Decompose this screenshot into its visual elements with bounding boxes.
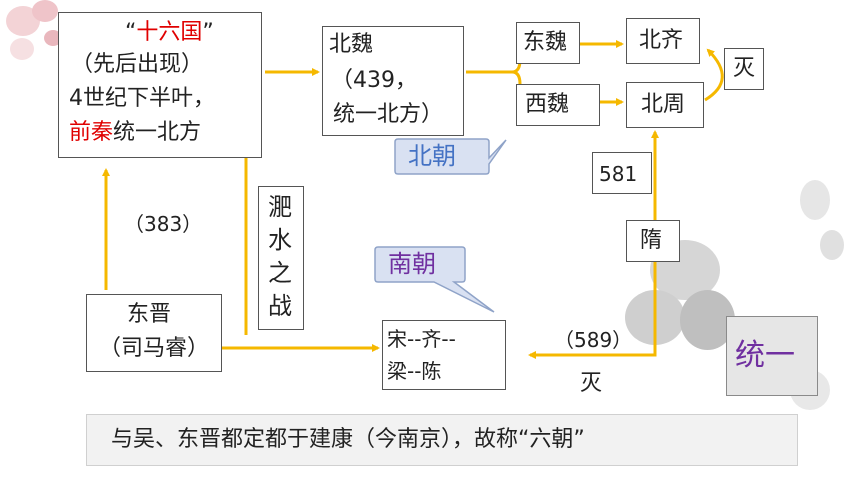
battle-of-feishui-box: 淝水之战 — [258, 186, 304, 330]
former-qin-red-text: 前秦 — [69, 120, 114, 145]
eastern-wei-box: 东魏 — [516, 22, 580, 64]
northern-zhou-box: 北周 — [626, 82, 704, 128]
year-383-label: （383） — [124, 212, 203, 236]
sui-box: 隋 — [626, 220, 680, 262]
sixteen-kingdoms-red-text: 十六国 — [136, 20, 203, 45]
eastern-jin-box: 东晋 （司马睿） — [86, 294, 222, 372]
flower-decoration-topleft — [0, 0, 90, 90]
western-wei-box: 西魏 — [516, 84, 600, 126]
sixteen-kingdoms-line2: （先后出现） — [71, 52, 204, 77]
sixteen-kingdoms-line4: 前秦统一北方 — [69, 120, 202, 145]
callout-shape — [394, 138, 507, 175]
year-589-label: （589） — [554, 328, 633, 352]
destroy-label-top: 灭 — [724, 48, 764, 90]
sixteen-kingdoms-box: “十六国” （先后出现） 4世纪下半叶， 前秦统一北方 — [58, 12, 262, 158]
northern-dynasties-callout: 北朝 — [394, 138, 507, 176]
destroy-label-bottom: 灭 — [580, 371, 603, 396]
footer-banner: 与吴、东晋都定都于建康（今南京），故称“六朝” — [86, 414, 798, 466]
southern-dynasties-box: 宋--齐-- 梁--陈 — [382, 320, 506, 390]
sixteen-kingdoms-line3: 4世纪下半叶， — [69, 86, 215, 111]
northern-wei-box: 北魏 （439， 统一北方） — [322, 26, 464, 136]
callout-shape — [374, 246, 495, 313]
northern-qi-box: 北齐 — [626, 18, 700, 64]
sixteen-kingdoms-line1: “十六国” — [125, 20, 214, 45]
southern-dynasties-callout: 南朝 — [374, 246, 514, 316]
year-581-label: 581 — [592, 152, 652, 194]
unification-box: 统一 — [726, 316, 818, 396]
